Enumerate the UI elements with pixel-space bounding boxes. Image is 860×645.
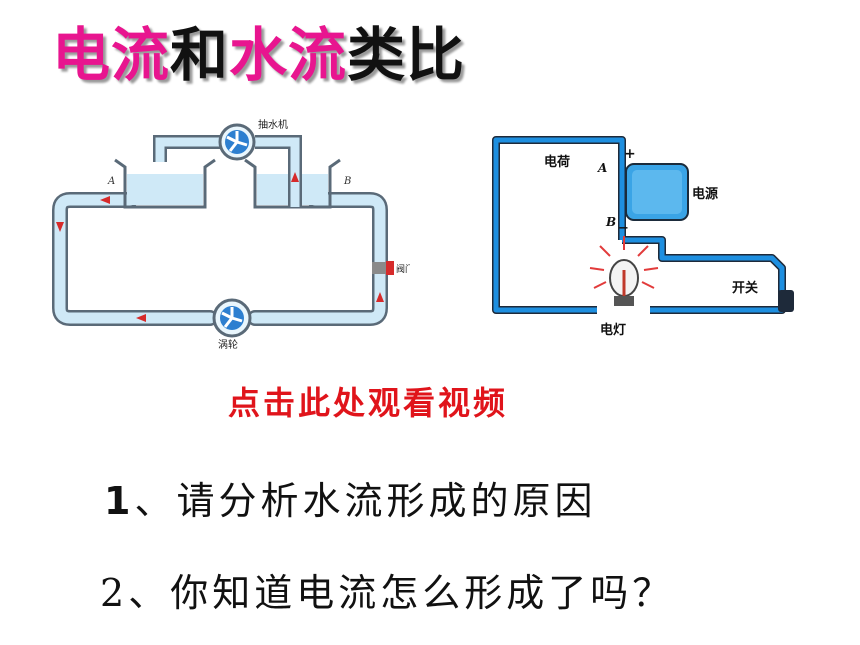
- charge-label: 电荷: [544, 154, 570, 170]
- circuit-wire: [492, 136, 786, 314]
- pump-icon: [218, 123, 256, 161]
- title-analogy: 类比: [347, 21, 466, 89]
- water-flow-diagram: 抽水机 A B 阀门 涡轮: [52, 118, 410, 351]
- power-source-label: 电源: [692, 186, 718, 202]
- tank-b-label: B: [343, 176, 351, 187]
- flow-arrows: [56, 172, 384, 322]
- lamp-icon: [589, 236, 659, 306]
- minus-sign: −: [618, 221, 629, 236]
- question-2: 2、你知道电流怎么形成了吗？: [100, 562, 674, 617]
- turbine-icon: [212, 298, 252, 338]
- turbine-label: 涡轮: [218, 338, 238, 351]
- tank-a-label: A: [107, 176, 115, 187]
- question-1-text: 、请分析水流形成的原因: [134, 479, 597, 523]
- title-current: 电流: [52, 21, 171, 89]
- terminal-a-label: A: [597, 161, 607, 175]
- tank-a: [114, 158, 216, 209]
- pump-pipe: [153, 135, 302, 207]
- circuit-diagram: 电荷 A + 电源 B − 开关 电灯: [492, 136, 794, 338]
- valve-icon: [372, 261, 394, 275]
- question-1: 1、请分析水流形成的原因: [104, 470, 596, 525]
- terminal-b-label: B: [605, 215, 616, 229]
- question-2-text: 、你知道电流怎么形成了吗？: [128, 571, 675, 615]
- water-pipe: [52, 192, 388, 326]
- lamp-label: 电灯: [600, 322, 626, 338]
- question-2-number: 2: [100, 571, 129, 615]
- switch-icon: [778, 290, 794, 312]
- watch-video-link[interactable]: 点击此处观看视频: [228, 384, 509, 422]
- switch-label: 开关: [732, 280, 758, 296]
- power-source-icon: [625, 163, 689, 221]
- pump-label: 抽水机: [258, 118, 288, 131]
- plus-sign: +: [624, 146, 636, 162]
- title-and: 和: [170, 21, 230, 89]
- valve-label: 阀门: [396, 263, 410, 275]
- page-title: 电流和水流类比: [52, 8, 465, 92]
- title-water-flow: 水流: [229, 21, 348, 89]
- question-1-number: 1: [104, 479, 135, 523]
